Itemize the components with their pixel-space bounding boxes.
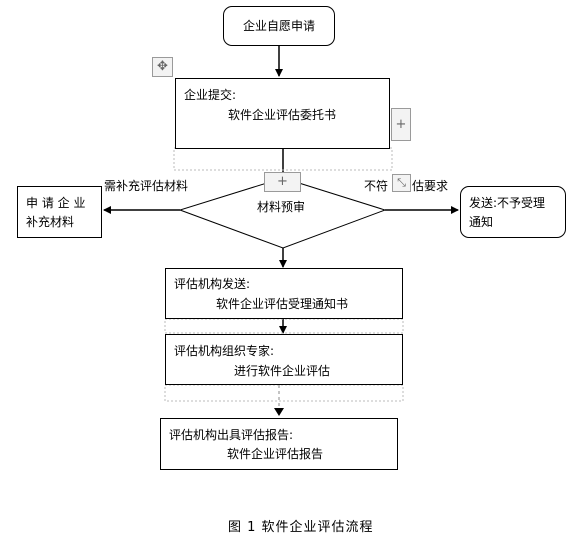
send-box[interactable]: 评估机构发送: 软件企业评估受理通知书 xyxy=(165,268,403,319)
figure-caption: 图 1 软件企业评估流程 xyxy=(228,520,374,535)
submit-title: 企业提交: xyxy=(184,88,237,102)
resize-icon[interactable]: ⤡ xyxy=(392,174,411,192)
supplement-line2: 补充材料 xyxy=(26,215,75,229)
report-box[interactable]: 评估机构出具评估报告: 软件企业评估报告 xyxy=(160,418,398,470)
review-label: 材料预审 xyxy=(257,200,306,214)
report-body: 软件企业评估报告 xyxy=(227,447,324,461)
report-title: 评估机构出具评估报告: xyxy=(169,428,294,442)
left-branch-condition: 需补充评估材料 xyxy=(104,179,189,193)
reject-box[interactable]: 发送:不予受理 通知 xyxy=(460,186,566,238)
start-node[interactable]: 企业自愿申请 xyxy=(223,6,335,46)
move-icon[interactable]: ✥ xyxy=(152,57,173,77)
supplement-box[interactable]: 申 请 企 业 补充材料 xyxy=(17,186,102,238)
right-branch-condition-b: 估要求 xyxy=(412,179,449,193)
experts-box[interactable]: 评估机构组织专家: 进行软件企业评估 xyxy=(165,334,403,385)
plus-icon[interactable]: + xyxy=(391,108,411,141)
dashed-outline-send xyxy=(164,318,404,334)
experts-title: 评估机构组织专家: xyxy=(174,344,275,358)
plus-icon[interactable]: + xyxy=(264,172,301,192)
arrow-head-report xyxy=(274,408,284,416)
send-title: 评估机构发送: xyxy=(174,277,251,291)
submit-body: 软件企业评估委托书 xyxy=(228,108,337,122)
reject-line1: 发送:不予受理 xyxy=(469,196,546,210)
right-branch-condition-a: 不符 xyxy=(364,179,389,193)
send-body: 软件企业评估受理通知书 xyxy=(216,297,349,311)
start-node-label: 企业自愿申请 xyxy=(242,19,315,33)
dashed-outline-experts xyxy=(164,384,404,402)
submit-box[interactable]: 企业提交: 软件企业评估委托书 xyxy=(175,78,390,149)
reject-line2: 通知 xyxy=(469,215,494,229)
experts-body: 进行软件企业评估 xyxy=(234,364,331,378)
supplement-line1: 申 请 企 业 xyxy=(26,196,86,210)
